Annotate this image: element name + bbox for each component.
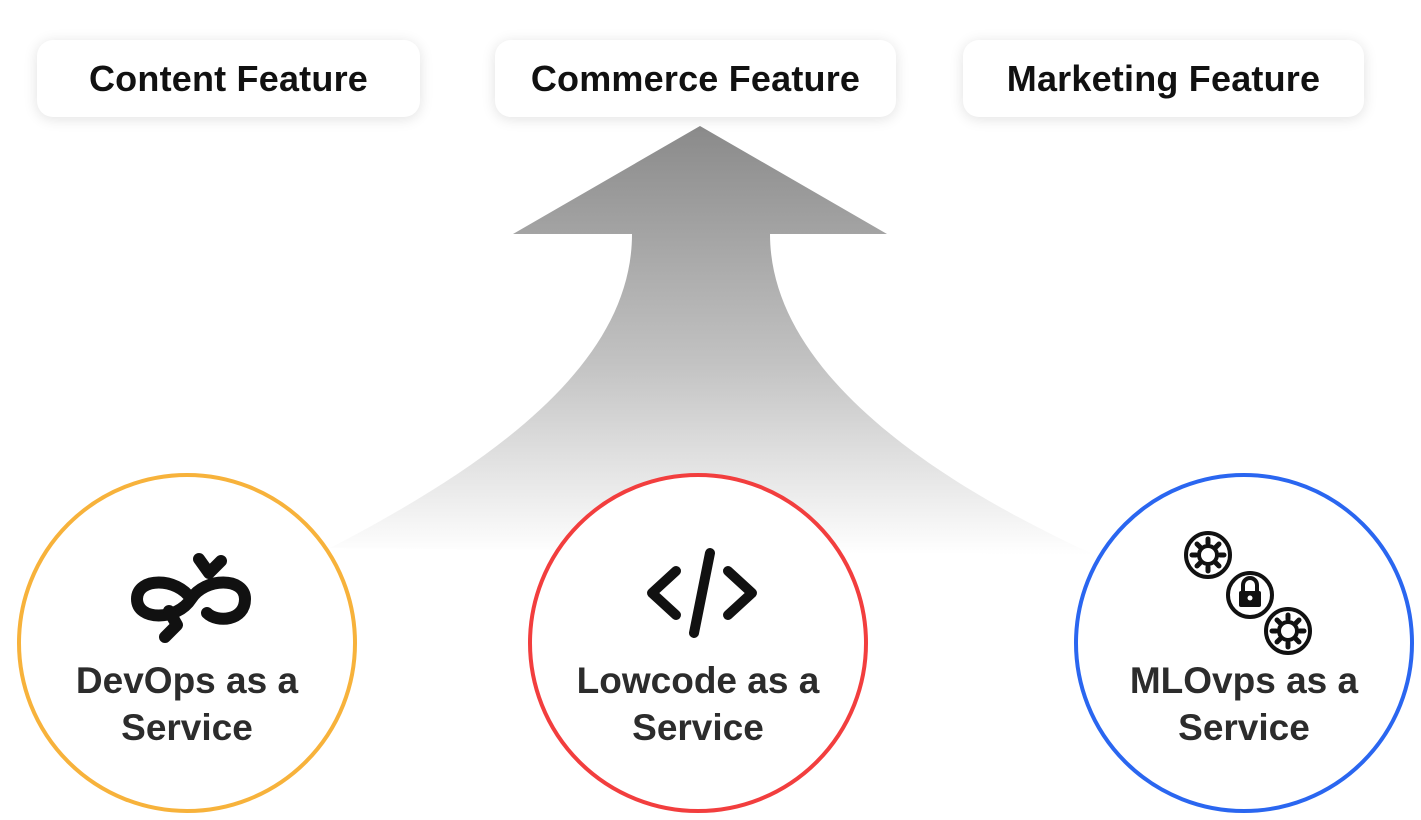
mlops-service-circle: MLOvps as a Service: [1074, 473, 1414, 813]
mlops-service-label: MLOvps as a Service: [1078, 657, 1410, 751]
content-feature-box: Content Feature: [37, 40, 420, 117]
lowcode-service-label: Lowcode as a Service: [532, 657, 864, 751]
devops-label-line2: Service: [121, 707, 253, 748]
commerce-feature-box: Commerce Feature: [495, 40, 896, 117]
infinity-loop-icon: [131, 553, 251, 643]
devops-service-label: DevOps as a Service: [21, 657, 353, 751]
content-feature-label: Content Feature: [88, 57, 368, 99]
lowcode-service-circle: Lowcode as a Service: [528, 473, 868, 813]
gears-lock-icon: [1184, 531, 1312, 655]
mlops-label-line2: Service: [1178, 707, 1310, 748]
devops-service-circle: DevOps as a Service: [17, 473, 357, 813]
devops-label-line1: DevOps as a: [75, 660, 299, 701]
marketing-feature-box: Marketing Feature: [963, 40, 1364, 117]
lowcode-label-line1: Lowcode as a: [576, 660, 820, 701]
lowcode-label-line2: Service: [632, 707, 764, 748]
commerce-feature-label: Commerce Feature: [530, 57, 861, 99]
mlops-label-line1: MLOvps as a: [1129, 660, 1359, 701]
code-brackets-icon: [647, 548, 757, 638]
marketing-feature-label: Marketing Feature: [1006, 57, 1321, 99]
